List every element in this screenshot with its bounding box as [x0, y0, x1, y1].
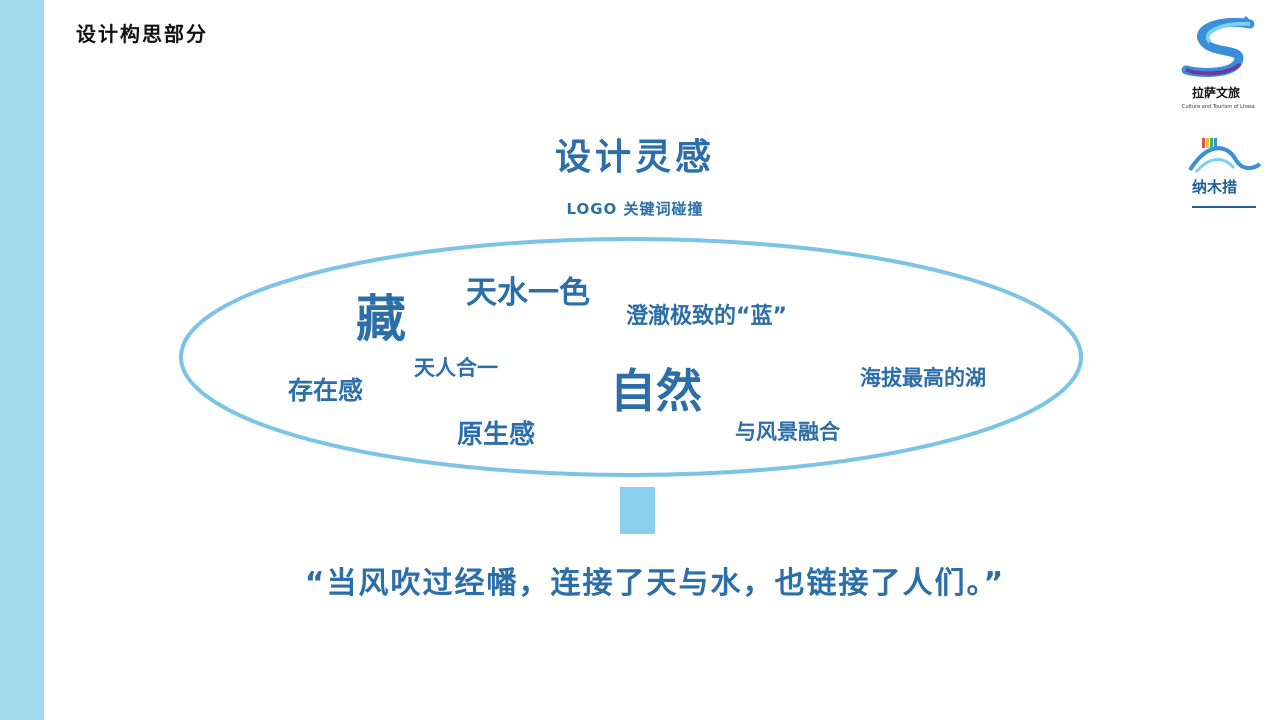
keyword-subheading: LOGO 关键词碰撞: [566, 200, 704, 218]
namtso-logo: 纳木措: [1186, 134, 1262, 214]
keyword-yuansheng: 原生感: [457, 420, 536, 450]
section-title: 设计构思部分: [76, 22, 208, 46]
left-accent-bar: [0, 0, 44, 720]
keyword-haiba: 海拔最高的湖: [860, 366, 986, 390]
keyword-chengche: 澄澈极致的“蓝”: [626, 306, 787, 328]
keyword-cunzai: 存在感: [288, 376, 364, 405]
keyword-fengjing: 与风景融合: [735, 420, 840, 444]
closing-quote: “当风吹过经幡，连接了天与水，也链接了人们。”: [304, 566, 1006, 601]
connector-square: [620, 487, 655, 534]
lhasa-logo-title: 拉萨文旅: [1192, 86, 1241, 100]
lhasa-s-mark-icon: [1181, 16, 1255, 77]
namtso-wave-mark-icon: [1188, 138, 1262, 174]
keyword-zang: 藏: [356, 290, 406, 348]
lhasa-tourism-logo: 拉萨文旅 Culture and Tourism of Lhasa: [1180, 14, 1264, 124]
keyword-ziran: 自然: [610, 364, 702, 418]
keyword-tianren: 天人合一: [414, 356, 498, 380]
lhasa-logo-caption: Culture and Tourism of Lhasa: [1182, 104, 1255, 110]
keyword-ellipse: [179, 237, 1083, 477]
namtso-logo-title: 纳木措: [1192, 178, 1238, 196]
keyword-tianshui: 天水一色: [466, 275, 590, 311]
namtso-tibetan-script: [1192, 198, 1256, 208]
keyword-chengche-text: 澄澈极致的“蓝”: [626, 304, 787, 329]
inspiration-heading: 设计灵感: [554, 137, 715, 178]
